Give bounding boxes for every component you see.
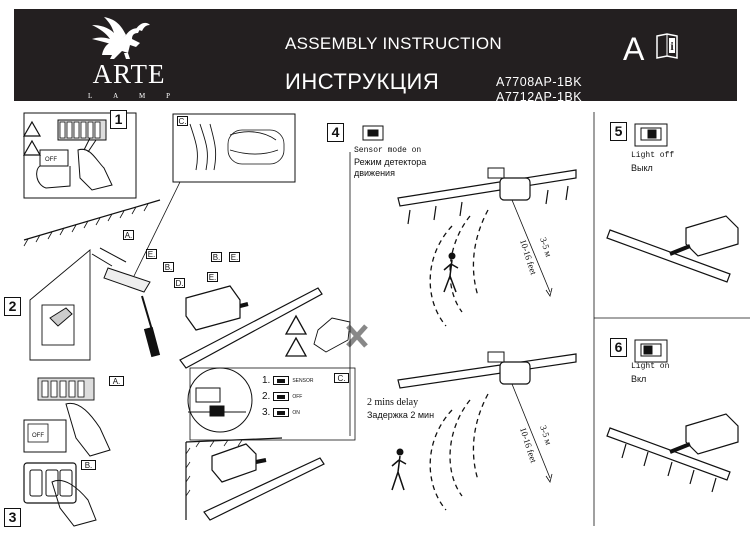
- legend-row-on: 3. ON: [262, 407, 300, 418]
- legend-row-sensor: 1. SENSOR: [262, 375, 313, 386]
- part-label-c: C.: [177, 116, 188, 126]
- step-number-2: 2: [4, 297, 21, 316]
- light-off-ru: Выкл: [631, 163, 653, 173]
- part-label-e2: E.: [207, 272, 218, 282]
- legend-num: 1.: [262, 375, 271, 386]
- switch-off-icon: [273, 392, 290, 401]
- sensor-mode-ru-1: Режим детектора: [354, 157, 427, 167]
- step-number-4: 4: [327, 123, 344, 142]
- step2-installation: [23, 113, 368, 369]
- legend-num: 3.: [262, 407, 271, 418]
- step1-breaker-box: [22, 112, 137, 199]
- part-label-b2: B.: [211, 252, 222, 262]
- step4-mount-and-legend: [185, 152, 356, 521]
- step3-switches: [23, 377, 111, 527]
- legend-word: SENSOR: [292, 377, 314, 384]
- brand-sub-letter: L: [88, 92, 93, 100]
- step-number-6: 6: [610, 338, 627, 357]
- switch-label-b: B.: [81, 460, 96, 470]
- legend-num: 2.: [262, 391, 271, 402]
- brand-sub-letter: A: [113, 92, 119, 100]
- switch-sensor-icon: [273, 376, 290, 385]
- brand-name: ARTE: [92, 59, 166, 89]
- light-off-en: Light off: [631, 151, 675, 160]
- part-label-d: D.: [174, 278, 185, 288]
- step-number-3: 3: [4, 508, 21, 527]
- switch-on-icon: [273, 408, 290, 417]
- step4-sensor-scenes: [362, 125, 577, 511]
- legend-word: OFF: [292, 393, 303, 400]
- model-number: A7708AP-1BK: [496, 75, 583, 89]
- info-glyph: i: [670, 39, 674, 53]
- sensor-mode-en: Sensor mode on: [354, 146, 422, 155]
- panel-label-a: A.: [109, 376, 124, 386]
- light-on-ru: Вкл: [631, 374, 647, 384]
- step-number-5: 5: [610, 122, 627, 141]
- legend-word: ON: [292, 409, 300, 416]
- step-number-1: 1: [110, 110, 127, 129]
- breaker-off-text: OFF: [45, 157, 57, 163]
- delay-en: 2 mins delay: [367, 397, 419, 408]
- brand-sub-letter: P: [166, 92, 170, 100]
- legend-label-c: C.: [334, 373, 349, 383]
- part-label-a: A.: [123, 230, 134, 240]
- title-russian: ИНСТРУКЦИЯ: [285, 69, 440, 94]
- brand-sub-letter: M: [139, 92, 146, 100]
- title-english: ASSEMBLY INSTRUCTION: [285, 34, 502, 53]
- language-letter: A: [623, 31, 645, 67]
- delay-ru: Задержка 2 мин: [367, 410, 435, 420]
- info-book-icon: i: [656, 33, 678, 59]
- legend-row-off: 2. OFF: [262, 391, 302, 402]
- header-banner: ARTE L A M P ASSEMBLY INSTRUCTION ИНСТРУ…: [14, 9, 737, 104]
- model-number: A7712AP-1BK: [496, 90, 583, 104]
- griffin-logo-icon: [92, 17, 150, 59]
- sensor-mode-ru-2: движения: [354, 168, 395, 178]
- part-label-e: E.: [146, 249, 157, 259]
- brand-subtitle: L A M P: [88, 92, 170, 100]
- part-label-e3: E.: [229, 252, 240, 262]
- part-label-b: B.: [163, 262, 174, 272]
- panel-off-text: OFF: [32, 433, 44, 439]
- light-on-en: Light on: [631, 362, 670, 371]
- step5-6-panel: [593, 112, 750, 526]
